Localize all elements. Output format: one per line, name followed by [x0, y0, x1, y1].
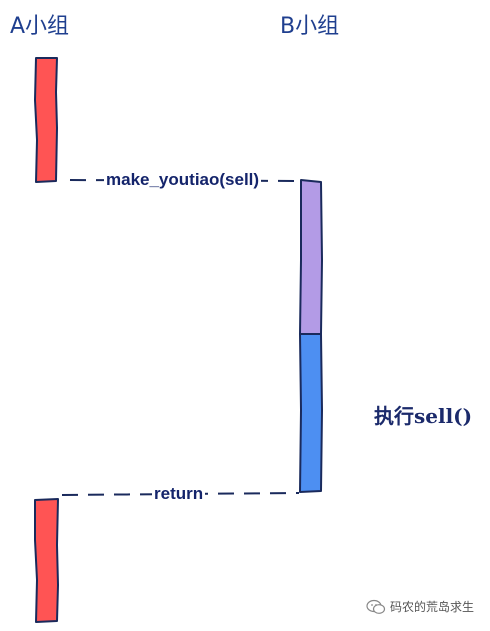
a-activation-bottom — [34, 498, 59, 623]
watermark-text: 码农的荒岛求生 — [390, 600, 475, 614]
wechat-icon — [366, 599, 386, 614]
b-activation-lower — [299, 333, 323, 493]
call-message-label: make_youtiao(sell) — [104, 170, 262, 190]
watermark: 码农的荒岛求生 — [366, 598, 474, 615]
b-activation-upper — [299, 179, 323, 335]
return-message-label: return — [152, 484, 206, 504]
a-activation-top — [34, 57, 58, 183]
execution-annotation: 执行sell() — [374, 404, 473, 428]
actor-b-label: B小组 — [280, 14, 340, 39]
actor-a-label: A小组 — [10, 14, 70, 39]
